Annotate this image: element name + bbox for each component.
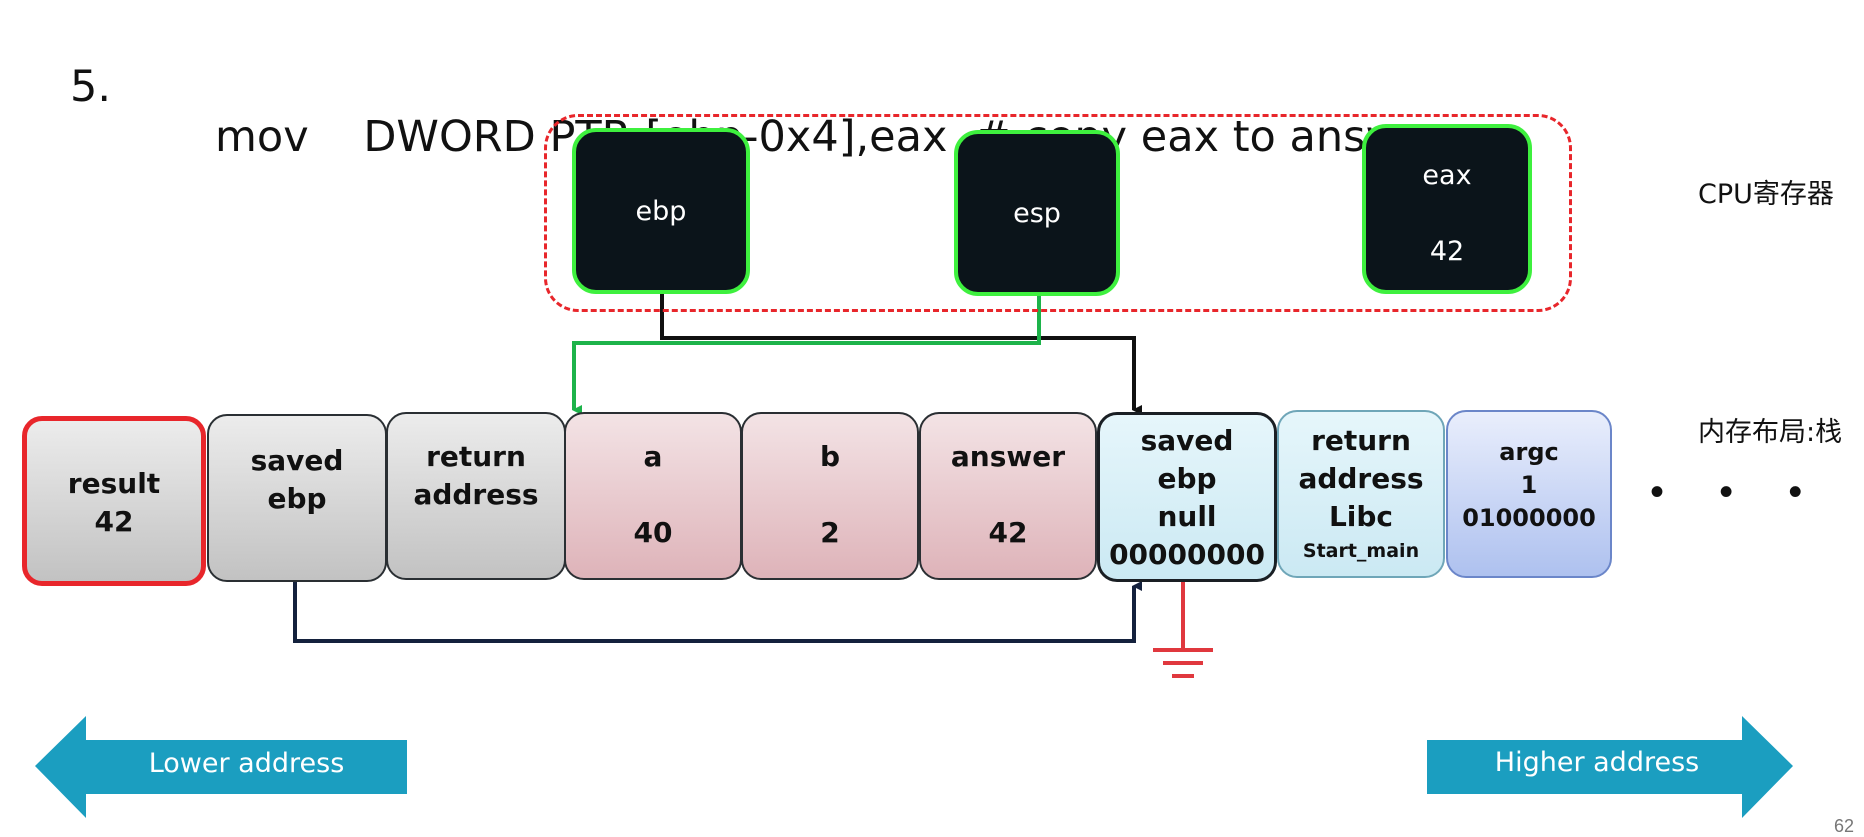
cell-text: a (643, 440, 663, 473)
cpu-registers-label: CPU寄存器 (1698, 179, 1834, 210)
stack-layout-label: 内存布局:栈 (1698, 417, 1843, 448)
lower-address-arrow (35, 716, 407, 818)
cell-text: ebp (267, 482, 327, 515)
stack-cell-return-address: return address (386, 412, 566, 580)
cell-text: 1 (1520, 471, 1538, 499)
higher-address-label: Higher address (1494, 747, 1700, 778)
cell-text: 00000000 (1109, 538, 1265, 571)
cell-text: Start_main (1302, 540, 1420, 562)
higher-address-arrow (1427, 716, 1793, 818)
stack-cell-result: result 42 (22, 416, 206, 586)
register-eax: eax 42 (1362, 124, 1532, 294)
register-esp: esp (954, 130, 1120, 296)
cell-text: 2 (820, 516, 840, 549)
register-eax-value: 42 (1429, 236, 1465, 267)
register-eax-label: eax (1422, 160, 1472, 191)
stack-cell-a: a 40 (564, 412, 742, 580)
stack-cell-saved-ebp: saved ebp (207, 414, 387, 582)
step-number: 5. (70, 62, 112, 112)
cell-text: result (67, 467, 161, 500)
lower-address-label: Lower address (148, 748, 345, 779)
stack-cell-argc: argc 1 01000000 (1446, 410, 1612, 578)
ebp-pointer-line (660, 290, 1142, 415)
cell-text: return (426, 440, 526, 473)
esp-pointer-line (572, 290, 1041, 415)
cell-text: address (413, 478, 539, 511)
cell-text: b (819, 440, 841, 473)
cell-text: saved (1140, 424, 1234, 457)
cell-text: return (1311, 424, 1411, 457)
cell-text: answer (950, 440, 1066, 473)
cell-text: 01000000 (1462, 504, 1596, 532)
register-esp-label: esp (1013, 198, 1061, 229)
cell-text: address (1298, 462, 1424, 495)
stack-cell-return-address-libc: return address Libc Start_main (1277, 410, 1445, 578)
more-memory-ellipsis: • • • (1650, 470, 1825, 514)
cell-text: saved (250, 444, 344, 477)
cell-text: 42 (94, 505, 134, 538)
cell-text: ebp (1157, 462, 1217, 495)
cell-text: Libc (1328, 500, 1394, 533)
cell-text: 42 (988, 516, 1028, 549)
stack-cell-saved-ebp-null: saved ebp null 00000000 (1097, 412, 1277, 582)
saved-ebp-link-line (293, 580, 1142, 643)
cpu-register-group (544, 114, 1572, 312)
page-number: 62 (1833, 816, 1854, 836)
cell-text: argc (1499, 438, 1559, 466)
stack-cell-b: b 2 (741, 412, 919, 580)
register-ebp: ebp (572, 128, 750, 294)
null-ground-symbol (1153, 580, 1213, 678)
cell-text: 40 (633, 516, 673, 549)
stack-cell-answer: answer 42 (919, 412, 1097, 580)
cell-text: null (1157, 500, 1217, 533)
register-ebp-label: ebp (635, 196, 687, 227)
